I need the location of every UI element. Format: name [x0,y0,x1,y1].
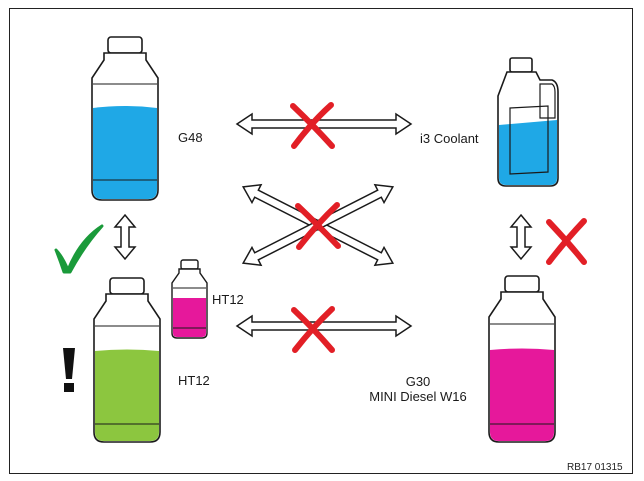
red-cross-bottom [291,306,335,353]
blue-fluid [93,106,157,199]
i3-coolant-label: i3 Coolant [420,131,479,146]
ht12-small-label: HT12 [212,292,244,307]
red-cross-center [295,202,341,250]
mini-diesel-label: MINI Diesel W16 [369,389,467,404]
green-check-icon [54,224,104,274]
ht12-big-bottle [93,277,161,443]
g48-label: G48 [178,130,203,145]
reference-code: RB17 01315 [567,462,623,473]
i3-coolant-jug [497,57,559,187]
red-cross-right [546,218,587,265]
arrow-g48-ht12 [113,213,137,261]
g30-bottle [488,275,556,443]
red-cross-top [290,102,335,149]
warning-icon [63,348,75,392]
arrow-g48-i3 [235,112,413,136]
arrow-ht12-g30 [235,314,413,338]
ht12-big-label: HT12 [178,373,210,388]
ht12-small-bottle [171,259,208,339]
arrow-i3-g30 [509,213,533,261]
g48-bottle [91,36,159,201]
g30-label: G30 [405,374,431,389]
